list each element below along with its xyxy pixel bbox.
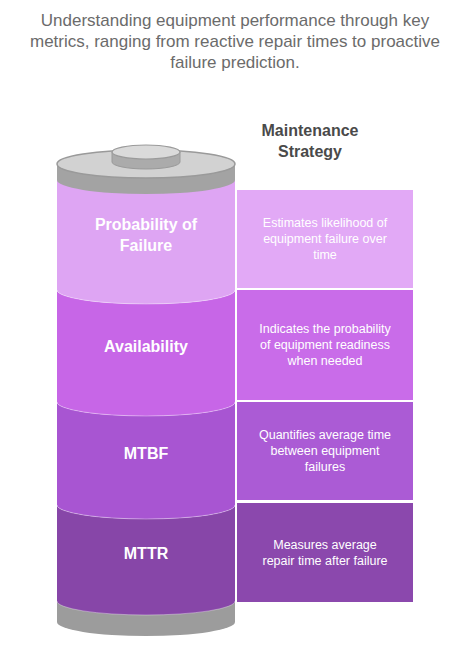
cylinder-band: Probability of Failure <box>57 180 235 290</box>
metric-description: Estimates likelihood of equipment failur… <box>237 215 413 263</box>
description-box: Measures average repair time after failu… <box>237 503 413 602</box>
metric-description: Measures average repair time after failu… <box>237 537 413 569</box>
metric-description: Quantifies average time between equipmen… <box>237 427 413 475</box>
cylinder-band: MTBF <box>57 402 235 505</box>
band-fill <box>57 180 235 304</box>
metric-name: Availability <box>90 336 202 357</box>
metric-description: Indicates the probability of equipment r… <box>237 321 413 369</box>
cylinder-band: Availability <box>57 290 235 402</box>
cylinder-knob-top <box>112 145 180 159</box>
column-heading: Maintenance Strategy <box>258 120 362 162</box>
band-fill <box>57 505 235 615</box>
metric-name: Probability of Failure <box>57 214 235 256</box>
diagram-title: Understanding equipment performance thro… <box>16 10 454 73</box>
band-fill <box>57 402 235 519</box>
description-box: Indicates the probability of equipment r… <box>237 290 413 400</box>
band-fill <box>57 290 235 416</box>
metric-name: MTBF <box>110 443 182 464</box>
band-edge <box>57 601 235 615</box>
band-shape <box>57 180 235 290</box>
description-box: Quantifies average time between equipmen… <box>237 402 413 500</box>
metric-name: MTTR <box>110 543 182 564</box>
description-box: Estimates likelihood of equipment failur… <box>237 190 413 288</box>
